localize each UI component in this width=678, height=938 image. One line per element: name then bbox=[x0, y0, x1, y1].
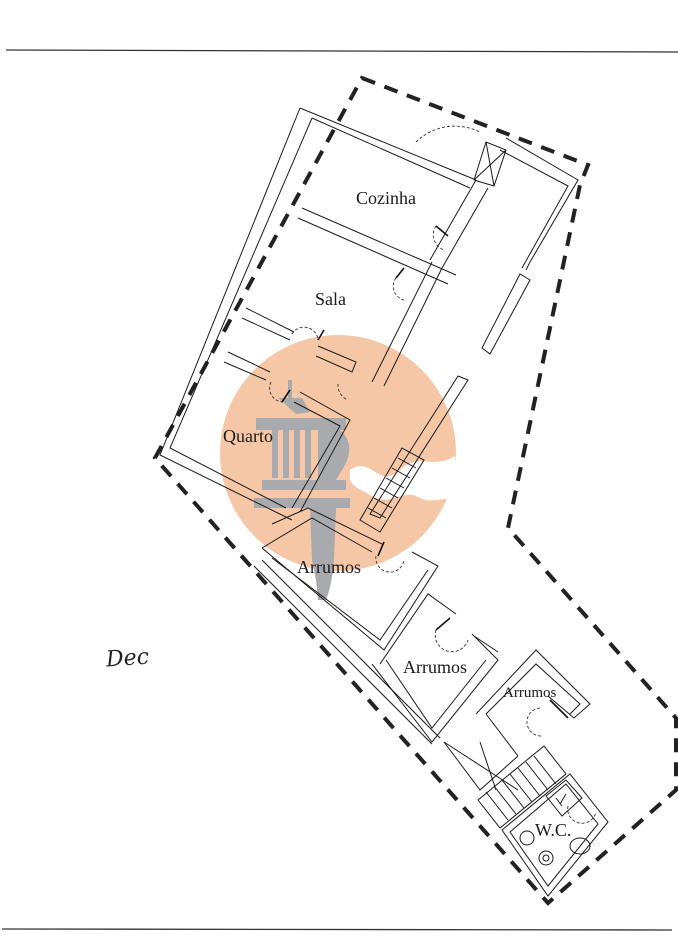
room-label-arrumos-1: Arrumos bbox=[297, 557, 361, 577]
top-border-line bbox=[5, 49, 678, 53]
handwritten-signature: Dec bbox=[105, 644, 150, 673]
room-label-sala: Sala bbox=[315, 289, 346, 309]
watermark-logo bbox=[220, 335, 460, 600]
property-boundary bbox=[152, 75, 678, 906]
room-label-cozinha: Cozinha bbox=[356, 188, 416, 208]
room-label-arrumos-2: Arrumos bbox=[403, 657, 467, 677]
building-walls bbox=[159, 107, 609, 897]
door-swings bbox=[269, 125, 597, 824]
bottom-border-line bbox=[1, 928, 673, 931]
room-label-wc: W.C. bbox=[535, 820, 572, 840]
room-label-arrumos-3: Arrumos bbox=[503, 685, 557, 701]
room-label-quarto: Quarto bbox=[223, 426, 273, 446]
door-leaves bbox=[281, 225, 569, 719]
